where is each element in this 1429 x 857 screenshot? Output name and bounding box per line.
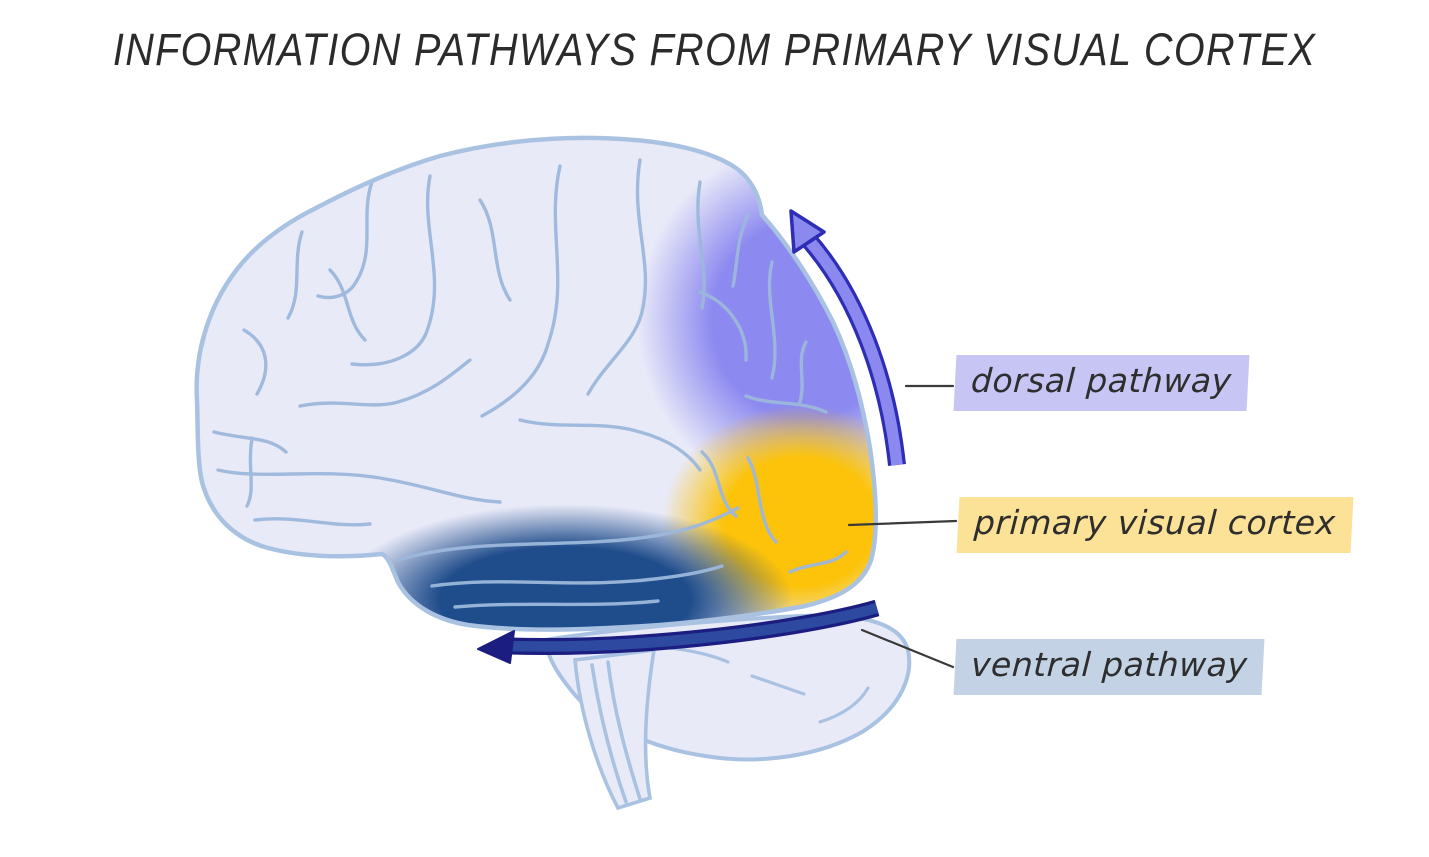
brainstem-lines [590,660,642,804]
primary-visual-cortex-label: primary visual cortex [956,497,1353,553]
cerebrum [194,135,879,632]
dorsal-pathway-arrow [789,209,906,466]
primary-visual-cortex-label-text: primary visual cortex [973,503,1337,542]
dorsal-stream-region [637,142,876,498]
ventral-pathway-label-text: ventral pathway [970,645,1249,684]
dorsal-arrowhead [789,209,826,254]
sulci-lines [212,158,848,609]
ventral-arrowhead [477,630,515,664]
dorsal-pathway-label-text: dorsal pathway [970,361,1233,400]
brainstem [573,647,657,811]
ventral-stream-region [337,504,793,630]
dorsal-pathway-label: dorsal pathway [953,355,1250,411]
ventral-pathway-label: ventral pathway [953,639,1265,695]
leader-line-ventral [860,628,955,669]
ventral-pathway-arrow [477,599,880,664]
leader-line-primary [847,519,958,527]
diagram-title: INFORMATION PATHWAYS FROM PRIMARY VISUAL… [112,24,1317,75]
brainstem-outline [573,647,657,811]
cortex-outline [194,135,879,632]
